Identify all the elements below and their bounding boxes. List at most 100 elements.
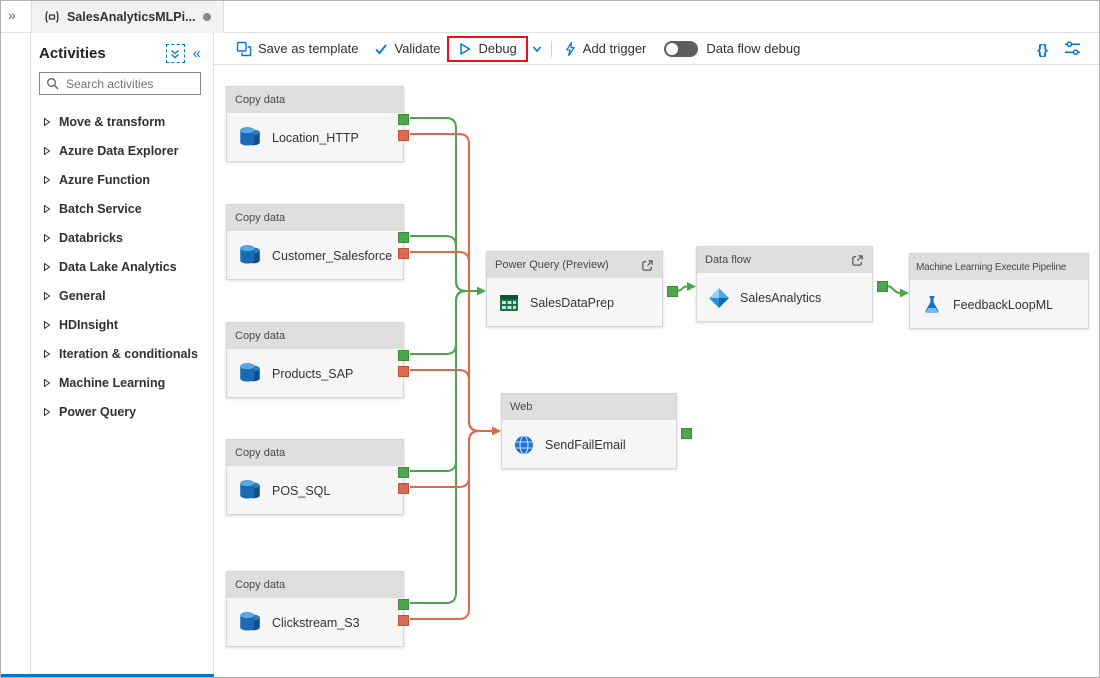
chevron-right-icon[interactable] <box>43 349 51 358</box>
play-icon <box>458 42 472 56</box>
success-output-port[interactable] <box>398 232 409 243</box>
sidebar-item-iteration-conditionals[interactable]: Iteration & conditionals <box>31 339 213 368</box>
copy-data-icon <box>237 125 263 151</box>
copy-data-icon <box>237 361 263 387</box>
sidebar-item-databricks[interactable]: Databricks <box>31 223 213 252</box>
failure-output-port[interactable] <box>398 366 409 377</box>
chevron-right-icon[interactable] <box>43 146 51 155</box>
debug-group: Debug <box>447 33 528 65</box>
toggle-knob <box>666 42 679 55</box>
toolbar-divider <box>550 40 552 57</box>
lightning-icon <box>564 41 577 57</box>
sidebar-item-label: Azure Data Explorer <box>59 143 179 158</box>
sidebar-item-machine-learning[interactable]: Machine Learning <box>31 368 213 397</box>
chevron-down-icon <box>531 43 543 55</box>
success-output-port[interactable] <box>681 428 692 439</box>
activity-type-label: Copy data <box>235 94 286 106</box>
activity-node-sendfailemail[interactable]: Web SendFailEmail <box>501 393 692 469</box>
collapse-panel-icon[interactable]: « <box>192 45 201 62</box>
chevron-right-icon[interactable] <box>43 320 51 329</box>
activities-search <box>39 72 223 95</box>
expand-left-panel-icon[interactable]: » <box>8 7 16 23</box>
chevron-right-icon[interactable] <box>43 378 51 387</box>
success-output-port[interactable] <box>398 599 409 610</box>
failure-output-port[interactable] <box>398 130 409 141</box>
success-output-port[interactable] <box>877 281 888 292</box>
sidebar-item-label: Databricks <box>59 230 123 245</box>
panel-bottom-accent <box>1 674 214 677</box>
activity-node-salesdataprep[interactable]: Power Query (Preview) SalesDataPrep <box>486 251 678 327</box>
sidebar-item-azure-function[interactable]: Azure Function <box>31 165 213 194</box>
left-rail <box>1 33 31 677</box>
validate-label: Validate <box>394 41 441 56</box>
activity-node-customer-salesforce[interactable]: Copy data Customer_Salesforce <box>226 204 409 280</box>
sidebar-item-move-transform[interactable]: Move & transform <box>31 107 213 136</box>
sidebar-item-general[interactable]: General <box>31 281 213 310</box>
web-globe-icon <box>512 433 536 457</box>
success-output-port[interactable] <box>667 286 678 297</box>
power-query-icon <box>497 291 521 315</box>
add-trigger-button[interactable]: Add trigger <box>556 33 655 65</box>
debug-options-chevron[interactable] <box>527 33 547 65</box>
sidebar-item-power-query[interactable]: Power Query <box>31 397 213 426</box>
failure-output-port[interactable] <box>398 248 409 259</box>
activity-name: Clickstream_S3 <box>272 615 360 630</box>
activity-type-label: Copy data <box>235 330 286 342</box>
failure-output-port[interactable] <box>398 483 409 494</box>
collapse-all-icon[interactable] <box>165 44 185 63</box>
activity-type-label: Copy data <box>235 212 286 224</box>
chevron-right-icon[interactable] <box>43 291 51 300</box>
activity-type-label: Data flow <box>705 254 751 266</box>
activity-node-products-sap[interactable]: Copy data Products_SAP <box>226 322 409 398</box>
activity-node-feedbackloopml[interactable]: Machine Learning Execute Pipeline Feedba… <box>909 253 1089 329</box>
debug-button[interactable]: Debug <box>450 33 524 65</box>
sidebar-item-batch-service[interactable]: Batch Service <box>31 194 213 223</box>
activity-node-salesanalytics[interactable]: Data flow SalesAnalytics <box>696 246 888 322</box>
sidebar-item-azure-data-explorer[interactable]: Azure Data Explorer <box>31 136 213 165</box>
debug-label: Debug <box>478 41 517 56</box>
pipeline-tab[interactable]: SalesAnalyticsMLPi... <box>31 1 224 33</box>
activity-type-label: Copy data <box>235 579 286 591</box>
sidebar-item-label: General <box>59 288 106 303</box>
sidebar-item-data-lake-analytics[interactable]: Data Lake Analytics <box>31 252 213 281</box>
activity-name: POS_SQL <box>272 483 331 498</box>
chevron-right-icon[interactable] <box>43 175 51 184</box>
data-flow-debug-toggle[interactable] <box>664 40 699 57</box>
sidebar-item-label: Machine Learning <box>59 375 166 390</box>
validate-button[interactable]: Validate <box>366 33 448 65</box>
activity-node-pos-sql[interactable]: Copy data POS_SQL <box>226 439 409 515</box>
activity-name: SalesAnalytics <box>740 290 822 305</box>
success-output-port[interactable] <box>398 114 409 125</box>
tab-title: SalesAnalyticsMLPi... <box>67 10 196 24</box>
canvas-settings-icon[interactable] <box>1064 41 1081 56</box>
code-view-button[interactable]: {} <box>1037 40 1048 57</box>
chevron-right-icon[interactable] <box>43 117 51 126</box>
open-in-new-icon[interactable] <box>641 259 654 272</box>
success-output-port[interactable] <box>398 467 409 478</box>
search-input[interactable] <box>64 75 223 92</box>
data-flow-icon <box>707 286 731 310</box>
chevron-right-icon[interactable] <box>43 233 51 242</box>
activity-type-label: Machine Learning Execute Pipeline <box>916 261 1067 273</box>
activity-node-clickstream-s3[interactable]: Copy data Clickstream_S3 <box>226 571 409 647</box>
chevron-right-icon[interactable] <box>43 204 51 213</box>
sidebar-item-label: Iteration & conditionals <box>59 346 198 361</box>
activity-node-location-http[interactable]: Copy data Location_HTTP <box>226 86 409 162</box>
failure-output-port[interactable] <box>398 615 409 626</box>
copy-data-icon <box>237 243 263 269</box>
chevron-right-icon[interactable] <box>43 262 51 271</box>
open-in-new-icon[interactable] <box>851 254 864 267</box>
save-as-template-button[interactable]: Save as template <box>228 33 366 65</box>
success-output-port[interactable] <box>398 350 409 361</box>
activities-panel: Activities « Move & transform Azure Data… <box>31 33 223 677</box>
activity-name: Location_HTTP <box>272 130 359 145</box>
sidebar-item-hdinsight[interactable]: HDInsight <box>31 310 213 339</box>
activities-title: Activities <box>39 45 106 62</box>
activity-name: Products_SAP <box>272 366 354 381</box>
chevron-right-icon[interactable] <box>43 407 51 416</box>
pipeline-canvas[interactable]: Copy data Location_HTTP Copy data Custom… <box>214 65 1099 677</box>
machine-learning-icon <box>920 293 944 317</box>
activities-header: Activities « <box>31 33 213 72</box>
toolbar-right-group: {} <box>1037 41 1085 57</box>
